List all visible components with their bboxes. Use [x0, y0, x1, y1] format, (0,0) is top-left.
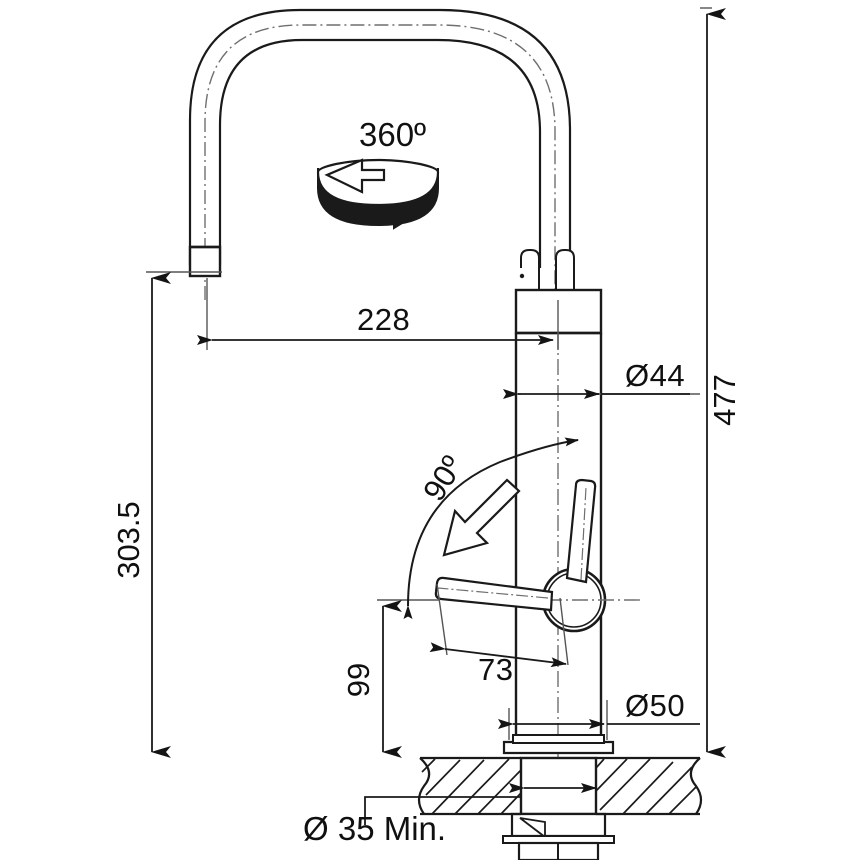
mounting-base-assembly [502, 734, 615, 860]
dimension-spout-height [146, 271, 222, 758]
label-rotation-360: 360º [359, 116, 426, 153]
label-spout-reach: 228 [357, 302, 410, 337]
worktop-section [417, 756, 703, 816]
label-rotation-90: 90º [416, 450, 470, 507]
dimension-handle-height [377, 599, 440, 758]
label-body-diameter: Ø44 [625, 358, 685, 393]
label-mounting-hole: Ø 35 Min. [303, 810, 446, 847]
aerator-outlet [188, 245, 222, 278]
dimension-overall-height [700, 7, 726, 758]
label-handle-height: 99 [341, 663, 376, 697]
dimension-labels: 228 303.5 477 Ø44 Ø50 99 73 Ø 35 Min. 36… [111, 116, 742, 847]
dimension-mounting-hole [364, 783, 597, 825]
lever-handle-assembly [434, 478, 640, 633]
label-spout-height: 303.5 [111, 501, 146, 579]
dimension-spout-reach [197, 278, 559, 350]
spout-centreline [204, 24, 556, 300]
label-overall-height: 477 [707, 374, 742, 426]
dimension-base-diameter [498, 700, 700, 740]
label-base-diameter: Ø50 [625, 688, 685, 723]
label-handle-length: 73 [478, 652, 513, 687]
rotation-symbol-90 [403, 437, 579, 620]
rotation-symbol-360 [316, 158, 440, 230]
spout-tube-outline [188, 8, 572, 268]
